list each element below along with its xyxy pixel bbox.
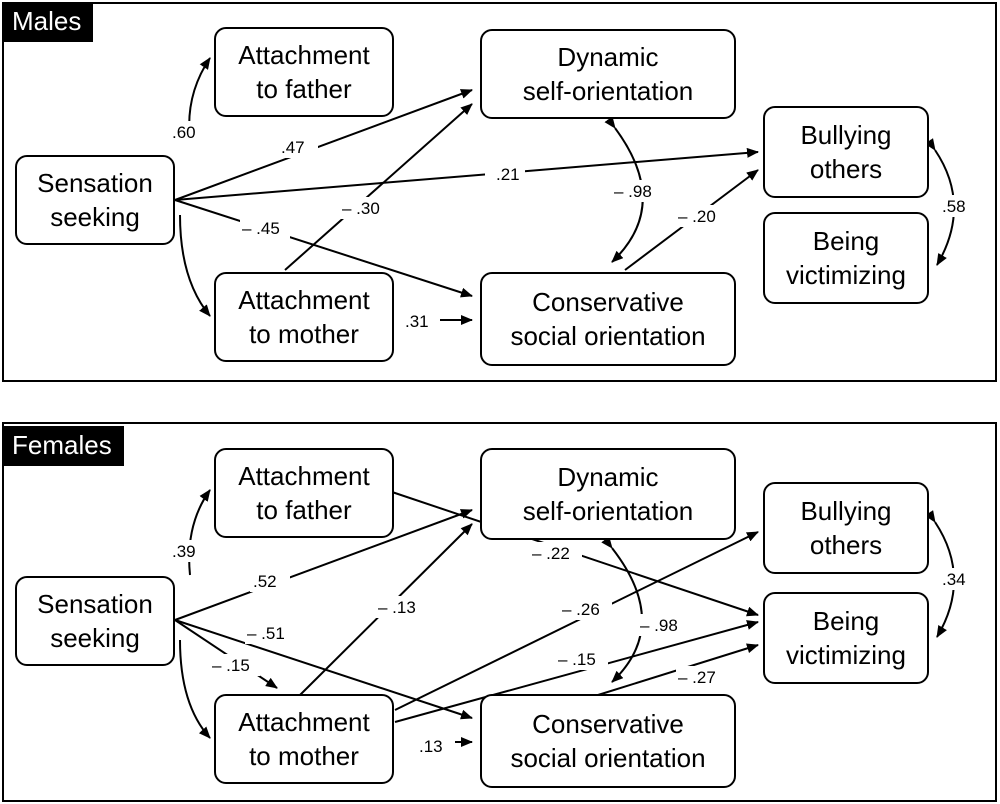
females-path-sensation-conservative xyxy=(174,619,473,720)
males-coef-mother-dynamic: – .30 xyxy=(342,199,380,218)
females-coef-sensation-mother: – .15 xyxy=(212,656,250,675)
males-tag: Males xyxy=(2,2,94,42)
males-coef-mother-conservative: .31 xyxy=(405,312,429,331)
females-coef-sensation-dynamic: .52 xyxy=(253,572,277,591)
males-path-sensation-bullying xyxy=(174,147,759,201)
males-coef-bullying-victimizing: .58 xyxy=(942,197,966,216)
males-coef-conservative-bullying: – .20 xyxy=(678,207,716,226)
females-coef-mother-victimizing: – .15 xyxy=(558,650,596,669)
females-coef-sensation-conservative: – .51 xyxy=(247,624,285,643)
males-coef-dynamic-conservative: – .98 xyxy=(614,182,652,201)
males-coef-sensation-conservative: – .45 xyxy=(242,219,280,238)
females-coef-sensation-father: .39 xyxy=(172,542,196,561)
females-path-sensation-mother-curve xyxy=(179,639,211,739)
females-path-sensation-father xyxy=(188,489,211,576)
males-panel xyxy=(2,2,997,382)
males-path-sensation-dynamic xyxy=(174,89,473,201)
females-coef-dynamic-conservative: – .98 xyxy=(640,616,678,635)
females-path-mother-victimizing xyxy=(394,620,759,723)
males-coef-sensation-bullying: .21 xyxy=(496,165,520,184)
females-tag: Females xyxy=(2,426,124,466)
females-coef-mother-bullying: – .26 xyxy=(562,600,600,619)
females-coef-conservative-victimizing: – .27 xyxy=(678,668,716,687)
females-path-sensation-dynamic xyxy=(174,509,473,621)
males-coef-sensation-father: .60 xyxy=(172,123,196,142)
females-coef-bullying-victimizing: .34 xyxy=(942,570,966,589)
females-coef-father-victimizing: – .22 xyxy=(532,544,570,563)
females-path-mother-bullying xyxy=(394,531,759,711)
males-coef-sensation-dynamic: .47 xyxy=(281,138,305,157)
females-coef-mother-conservative: .13 xyxy=(419,737,443,756)
females-panel xyxy=(2,422,997,802)
females-coef-mother-dynamic: – .13 xyxy=(378,598,416,617)
males-path-sensation-mother xyxy=(179,214,211,317)
males-path-sensation-conservative xyxy=(174,199,473,298)
males-path-mother-dynamic xyxy=(284,103,473,271)
